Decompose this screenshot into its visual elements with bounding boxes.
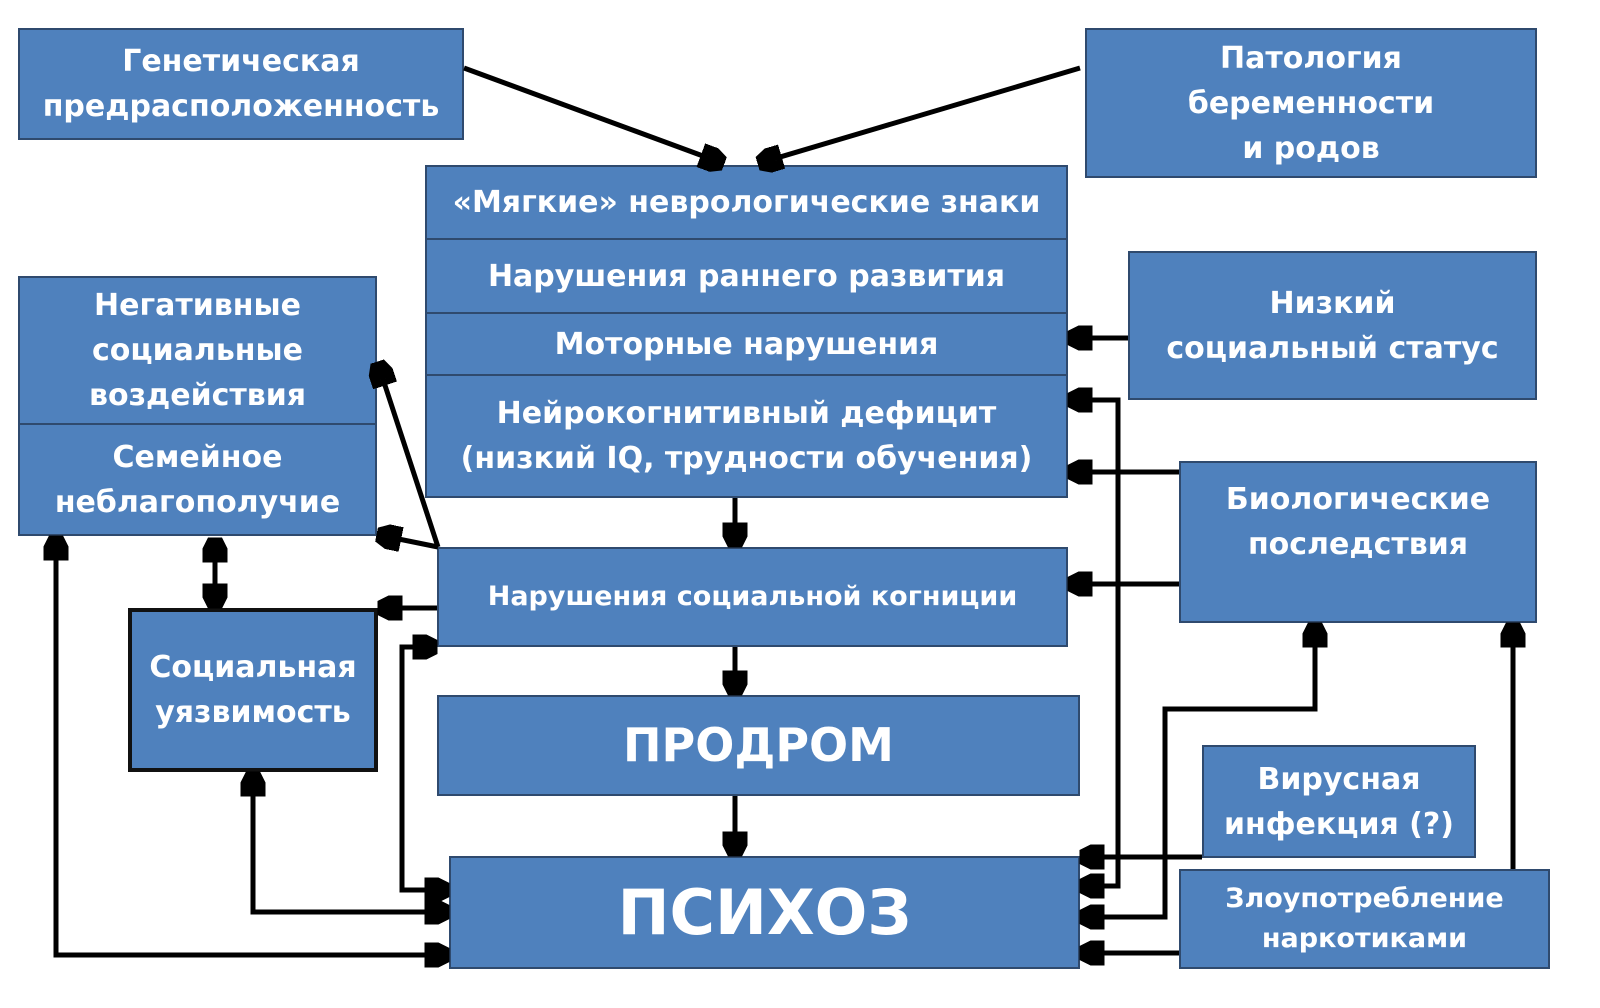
box-psychosis: ПСИХОЗ [449,856,1080,969]
arrow-social-cog-to-neg-social [378,364,441,548]
box-motor-disorders: Моторные нарушения [425,314,1068,376]
box-biological-consequences: Биологические последствия [1179,461,1537,623]
arrow-pregnancy-to-soft-signs [760,65,1081,163]
box-prodrome: ПРОДРОМ [437,695,1080,796]
arrow-genetic-to-soft-signs [463,65,722,163]
box-soft-neuro-signs: «Мягкие» неврологические знаки [425,165,1068,240]
arrow-psychosis-bio [1082,625,1315,917]
arrow-psychosis-social-cog [399,647,447,890]
box-negative-social-influences: Негативные социальные воздействия [18,276,377,425]
arrow-family-psychosis [56,538,447,955]
arrow-social-cog-to-family [379,535,439,547]
box-family-dysfunction: Семейное неблагополучие [18,425,377,536]
box-neurocognitive-deficit: Нейрокогнитивный дефицит (низкий IQ, тру… [425,376,1068,498]
box-low-social-status: Низкий социальный статус [1128,251,1537,400]
box-social-cognition-disorders: Нарушения социальной когниции [437,547,1068,647]
box-genetic-predisposition: Генетическая предрасположенность [18,28,464,140]
box-pregnancy-pathology: Патология беременности и родов [1085,28,1537,178]
box-early-development: Нарушения раннего развития [425,240,1068,314]
